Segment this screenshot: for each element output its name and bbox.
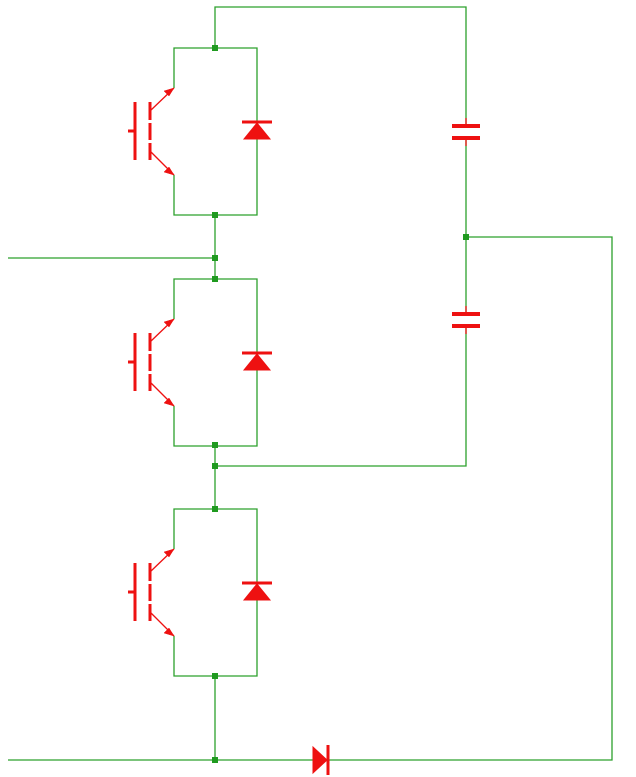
node-m2-top <box>212 276 218 282</box>
node-cap-junction <box>212 463 218 469</box>
wires <box>8 6 613 761</box>
antiparallel-diode-2 <box>242 351 272 371</box>
switch-module-2 <box>128 278 272 447</box>
antiparallel-diode-3 <box>242 581 272 601</box>
igbt-2 <box>128 318 175 407</box>
node-left-input <box>212 255 218 261</box>
wire-cap2-to-junction <box>215 328 467 467</box>
series-diode <box>312 745 330 775</box>
igbt-3 <box>128 548 175 637</box>
capacitor-2 <box>452 306 480 334</box>
node-m3-top <box>212 506 218 512</box>
wire-right-rail <box>329 236 613 761</box>
node-m1-top <box>212 45 218 51</box>
igbt-1 <box>128 87 175 176</box>
node-m3-bottom <box>212 673 218 679</box>
node-m2-bottom <box>212 442 218 448</box>
switch-module-1 <box>128 47 272 216</box>
node-m1-bottom <box>212 212 218 218</box>
node-cap-midpoint <box>463 234 469 240</box>
junction-nodes <box>212 45 469 763</box>
node-bottom-rail <box>212 757 218 763</box>
switch-module-3 <box>128 508 272 677</box>
antiparallel-diode-1 <box>242 120 272 140</box>
capacitor-1 <box>452 118 480 146</box>
wire-top-rail <box>214 6 467 124</box>
